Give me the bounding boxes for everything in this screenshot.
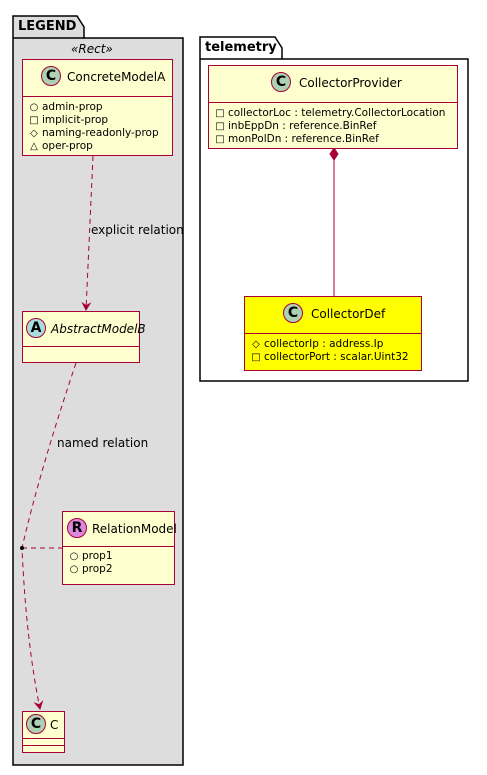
protected-visibility-icon: ◇ xyxy=(252,339,260,350)
class-collector-provider[interactable]: C CollectorProvider □collectorLoc : tele… xyxy=(208,65,458,149)
class-relation-model[interactable]: R RelationModel ○prop1 ○prop2 xyxy=(62,511,177,585)
attribute-row: □inbEppDn : reference.BinRef xyxy=(215,120,377,132)
private-visibility-icon: □ xyxy=(215,121,225,132)
private-visibility-icon: □ xyxy=(251,352,261,363)
class-name: C xyxy=(50,718,59,732)
relation-junction-dot xyxy=(20,546,24,550)
attribute-row: △oper-prop xyxy=(30,140,93,152)
public-visibility-icon: ○ xyxy=(69,564,79,575)
public-visibility-icon: ○ xyxy=(29,102,39,113)
public-visibility-icon: ○ xyxy=(69,551,79,562)
class-c[interactable]: C C xyxy=(22,711,65,753)
relation-badge-icon: R xyxy=(67,518,87,538)
explicit-relation-label: explicit relation xyxy=(91,223,184,237)
class-name: CollectorDef xyxy=(311,307,386,321)
class-name: CollectorProvider xyxy=(299,76,402,90)
attribute-row: ○prop1 xyxy=(69,550,113,562)
class-badge-icon: C xyxy=(41,66,61,86)
attribute-row: ○prop2 xyxy=(69,563,113,575)
class-abstract-model-b[interactable]: A AbstractModelB xyxy=(22,311,146,363)
attribute-row: ◇collectorIp : address.Ip xyxy=(252,338,384,350)
attribute-row: □monPolDn : reference.BinRef xyxy=(215,133,379,145)
attribute-row: □collectorPort : scalar.Uint32 xyxy=(251,351,409,363)
class-badge-icon: C xyxy=(26,714,46,734)
class-name: ConcreteModelA xyxy=(67,70,166,84)
legend-stereotype: «Rect» xyxy=(71,42,113,56)
explicit-relation-line xyxy=(81,155,94,311)
private-visibility-icon: □ xyxy=(215,134,225,145)
named-relation-label: named relation xyxy=(57,436,149,450)
class-concrete-model-a[interactable]: C ConcreteModelA ○admin-prop □implicit-p… xyxy=(22,59,173,156)
protected-visibility-icon: ◇ xyxy=(30,128,38,139)
package-visibility-icon: △ xyxy=(30,141,38,152)
private-visibility-icon: □ xyxy=(215,108,225,119)
class-badge-icon: C xyxy=(271,72,291,92)
abstract-badge-icon: A xyxy=(26,318,46,338)
legend-package-title: LEGEND xyxy=(18,19,77,34)
private-visibility-icon: □ xyxy=(29,115,39,126)
attribute-row: □implicit-prop xyxy=(29,114,109,126)
class-name: AbstractModelB xyxy=(51,322,146,336)
composition-diamond xyxy=(329,147,339,161)
telemetry-package-title: telemetry xyxy=(205,40,277,55)
class-name: RelationModel xyxy=(92,522,177,536)
class-collector-def[interactable]: C CollectorDef ◇collectorIp : address.Ip… xyxy=(244,296,422,371)
attribute-row: □collectorLoc : telemetry.CollectorLocat… xyxy=(215,107,446,119)
attribute-row: ◇naming-readonly-prop xyxy=(30,127,159,139)
attribute-row: ○admin-prop xyxy=(29,101,103,113)
class-badge-icon: C xyxy=(283,303,303,323)
